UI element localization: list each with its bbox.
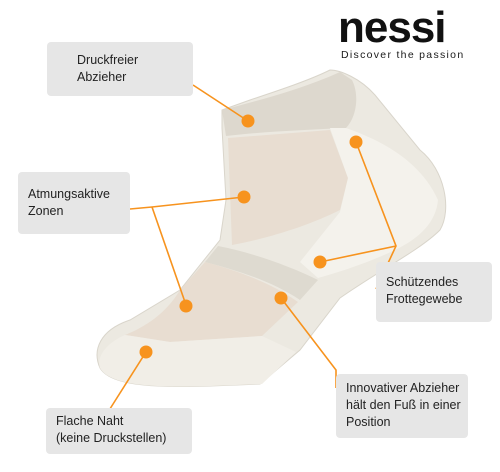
callout-atmungsaktive-zonen: Atmungsaktive Zonen [18,172,130,234]
callout-schuetzendes-frottegewebe: Schützendes Frottegewebe [376,262,492,322]
callout-line: Abzieher [77,70,127,84]
callout-line: Innovativer Abzieher [346,381,460,395]
callout-line: Schützendes [386,275,459,289]
callout-flache-naht: Flache Naht (keine Druckstellen) [46,408,192,454]
callout-line: Position [346,415,391,429]
breathable-zone-upper [228,130,348,245]
callout-innovativer-abzieher: Innovativer Abzieher hält den Fuß in ein… [336,374,468,438]
sock-heel-tab [222,72,357,136]
callout-druckfreier-abzieher: Druckfreier Abzieher [47,42,193,96]
callout-line: Frottegewebe [386,292,463,306]
callout-line: Zonen [28,204,64,218]
brand: nessi Discover the passion [338,8,496,62]
marker-seam [139,345,153,359]
marker-breathable-lower [179,299,193,313]
leader-frotte-b [319,245,397,263]
callout-line: hält den Fuß in einer [346,398,461,412]
marker-terry-top [349,135,363,149]
callout-line: Druckfreier [77,53,139,67]
marker-heel-tab [241,114,255,128]
terry-zone [300,128,438,278]
marker-band [274,291,288,305]
brand-tagline: Discover the passion [341,49,465,61]
callout-line: Flache Naht [56,414,124,428]
leader-naht [107,351,147,413]
callout-line: Atmungsaktive [28,187,110,201]
markers [139,114,363,359]
marker-terry-side [313,255,327,269]
nessi-logo: nessi [338,8,447,46]
callout-line: (keine Druckstellen) [56,431,167,445]
brand-name: nessi [338,8,446,46]
marker-breathable-upper [237,190,251,204]
sock-middle-band [205,246,318,300]
breathable-zone-lower [125,262,298,342]
leader-druckfreier [192,84,249,122]
leader-atmung-b [151,206,187,306]
